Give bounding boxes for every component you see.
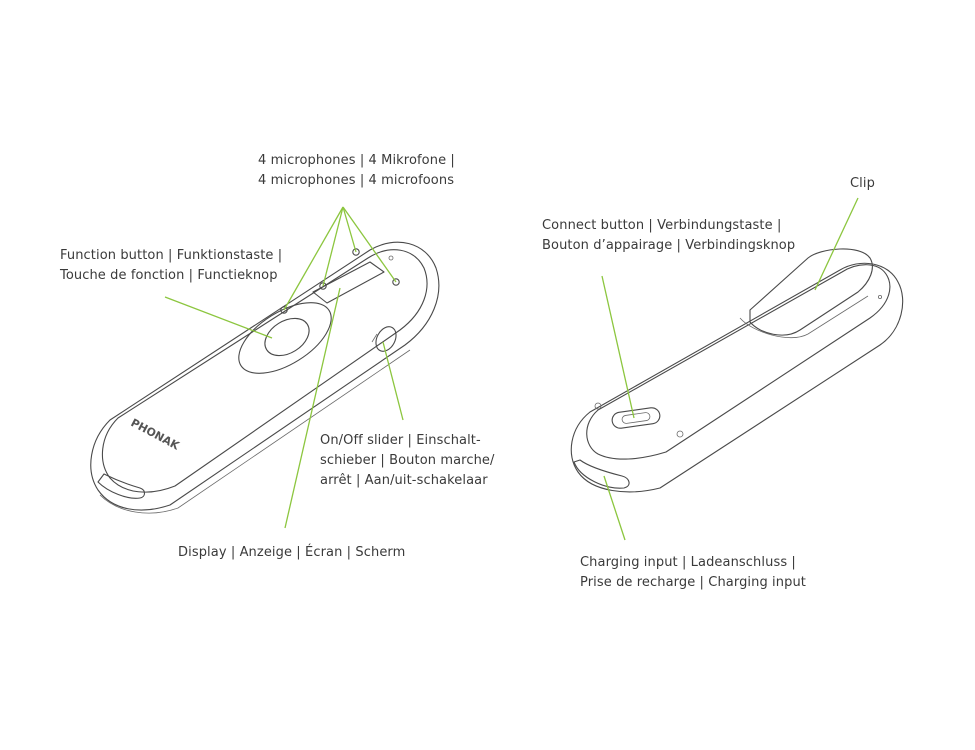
label-connect-button: Connect button | Verbindungstaste | Bout… — [542, 218, 796, 253]
leader-lines — [164, 197, 859, 541]
label-display: Display | Anzeige | Écran | Scherm — [178, 545, 406, 560]
label-microphones: 4 microphones | 4 Mikrofone | 4 micropho… — [258, 153, 455, 188]
label-onoff-slider: On/Off slider | Einschalt- schieber | Bo… — [320, 433, 495, 488]
label-function-button: Function button | Funktionstaste | Touch… — [60, 248, 283, 283]
device-front — [90, 241, 440, 514]
device-back — [570, 248, 904, 493]
label-charging-input: Charging input | Ladeanschluss | Prise d… — [580, 555, 806, 590]
label-clip: Clip — [850, 176, 875, 191]
phonak-logo: PHONAK — [129, 416, 182, 453]
